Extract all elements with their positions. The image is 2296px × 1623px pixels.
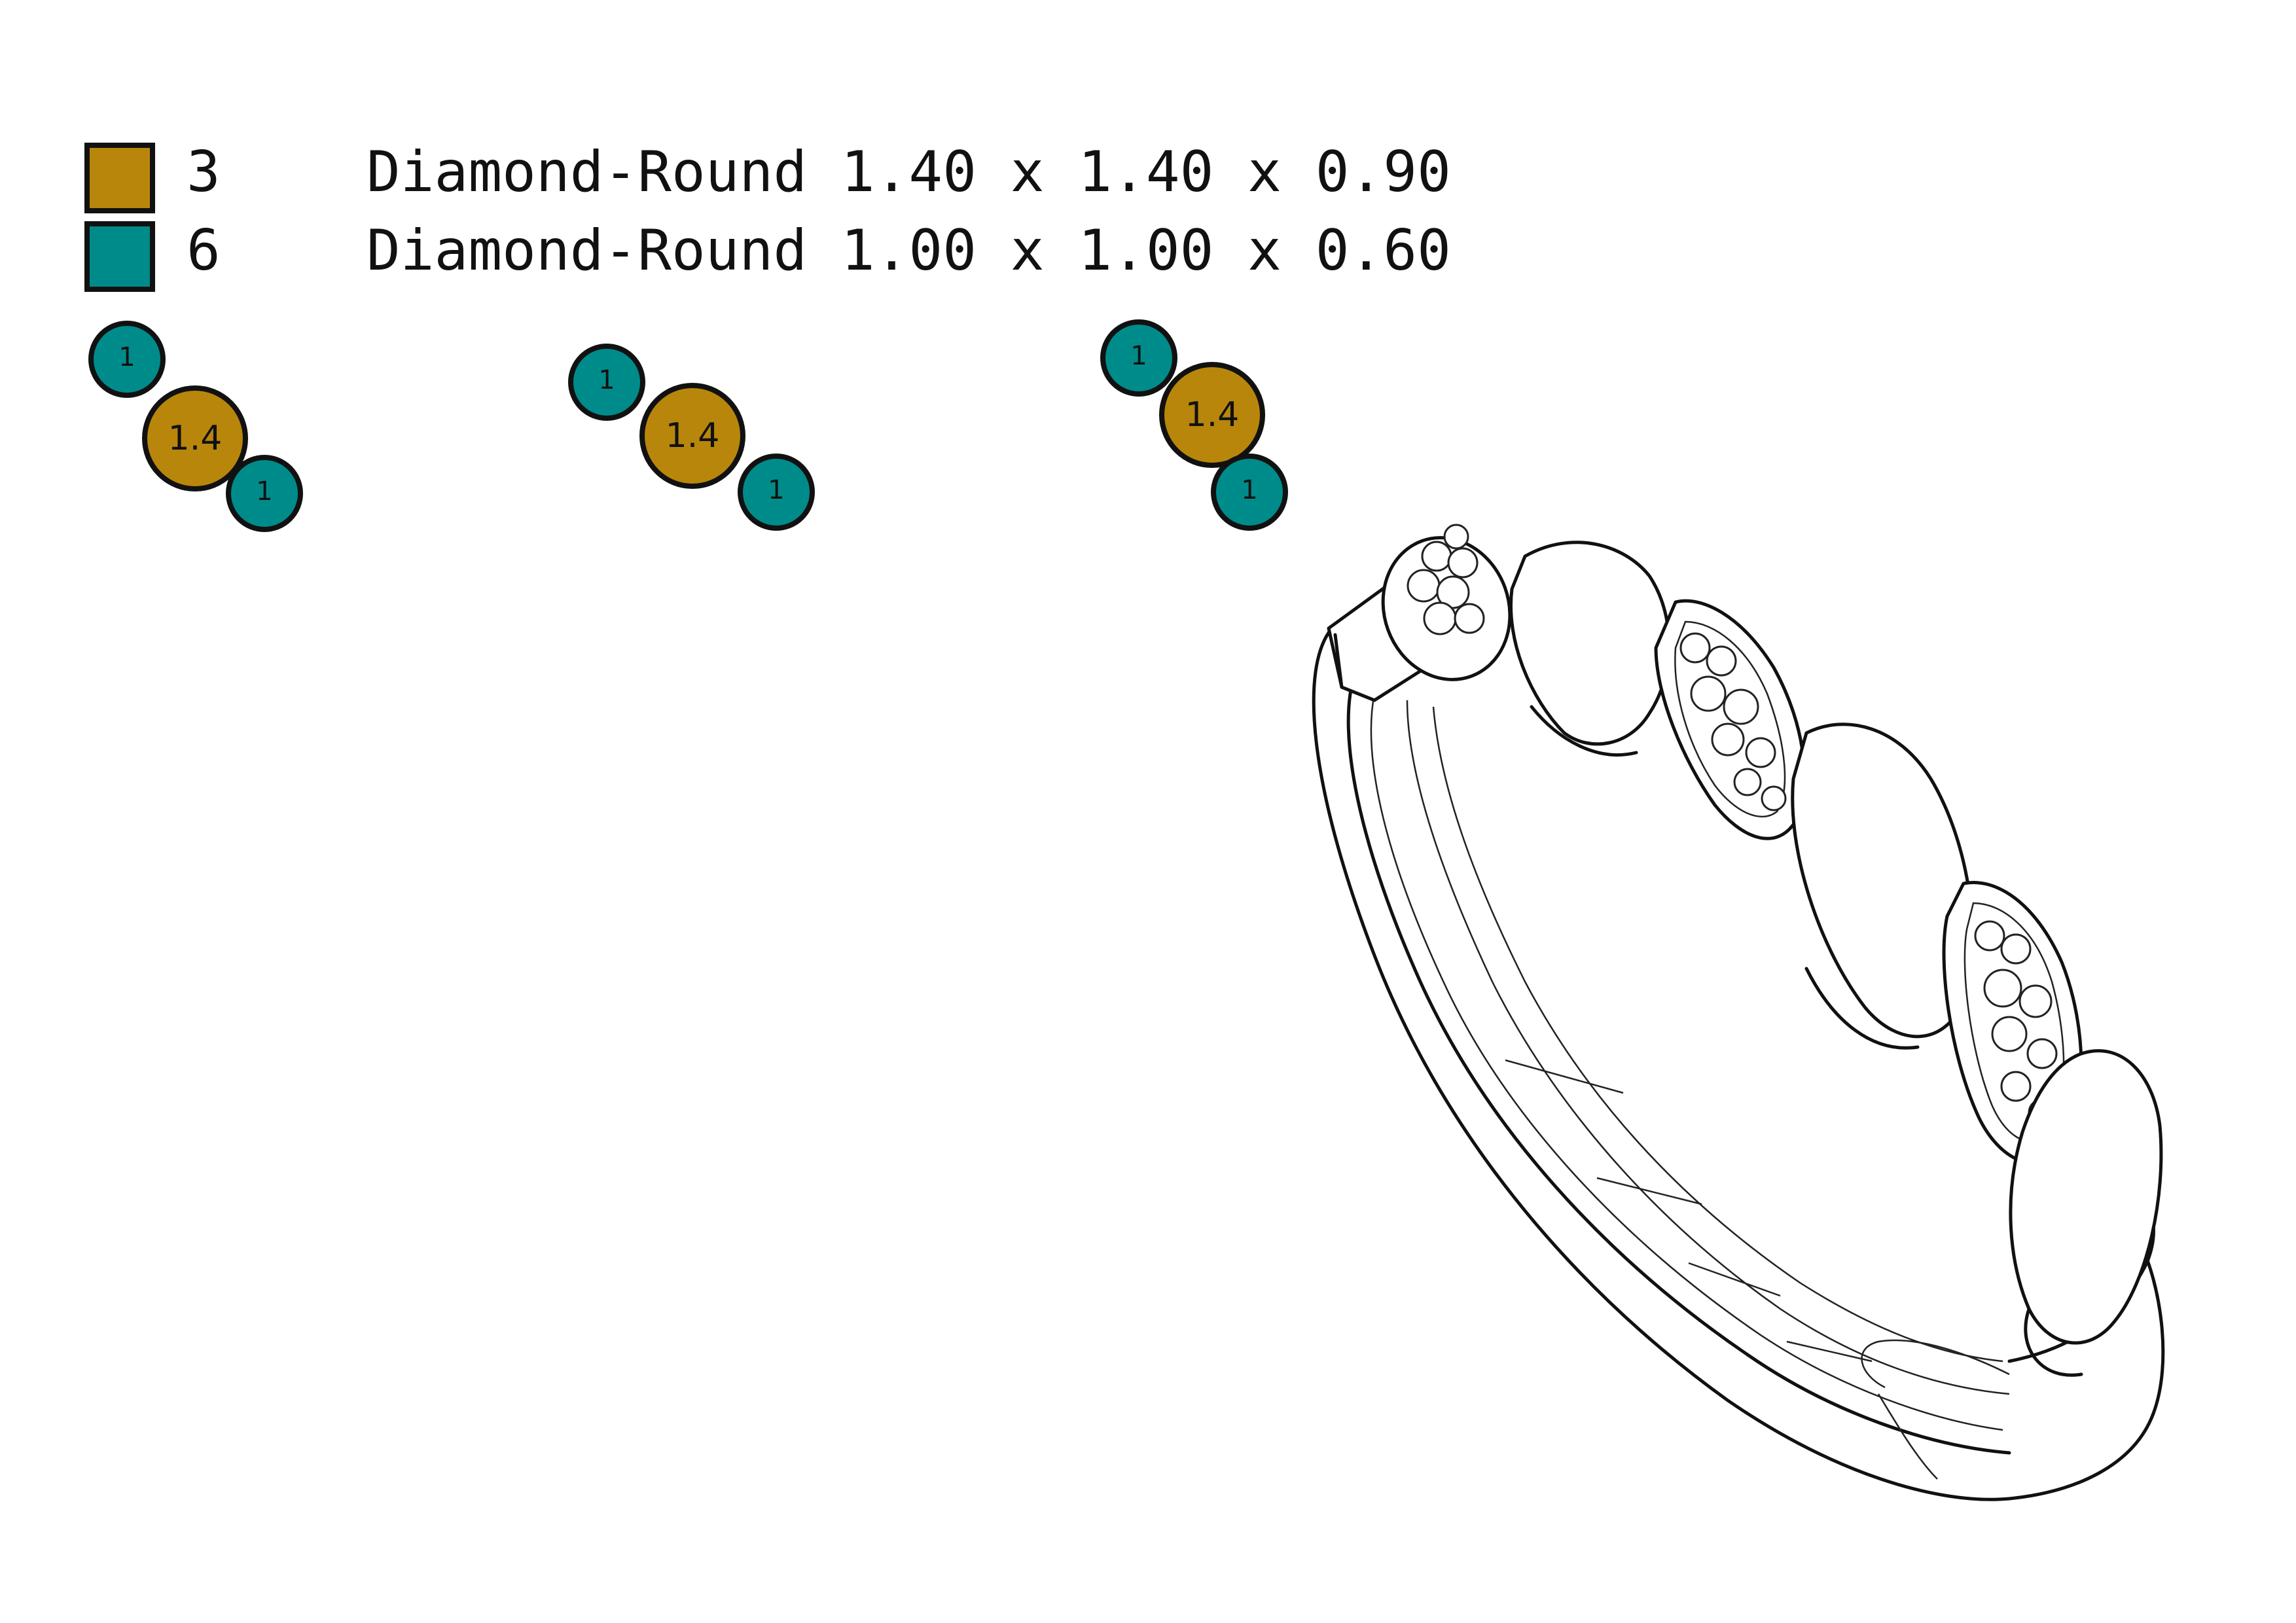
pave-stone [1733, 768, 1762, 796]
pave-stone [2018, 984, 2053, 1018]
ring-leaf-edge [2024, 1307, 2083, 1377]
ring-band-inner-4 [1432, 706, 2003, 1363]
pave-stone [1745, 737, 1776, 768]
ring-section-line [1596, 1177, 1702, 1205]
stone-group-3: 1 1.4 1 [1100, 319, 1288, 531]
ring-band-inner-1 [1346, 672, 2011, 1455]
pave-stone [1443, 524, 1469, 550]
pave-stone [1679, 632, 1711, 664]
pave-stone [2026, 1038, 2058, 1069]
stone-size-label: 1 [256, 476, 272, 507]
pave-stone [1436, 575, 1470, 609]
ring-shoulder-inner [1861, 1339, 2010, 1389]
ring-leaf [1509, 541, 1671, 746]
pave-stone [1991, 1016, 2028, 1052]
legend-count-small: 6 [187, 218, 221, 283]
pave-stone [1761, 785, 1787, 812]
small-stone [568, 344, 645, 421]
legend-count-large: 3 [187, 139, 221, 205]
pave-stone [1454, 603, 1485, 634]
ring-end-cap-edge [1333, 633, 1344, 689]
ring-pave-leaf-inner [1674, 620, 1786, 818]
stone-size-label: 1.4 [666, 416, 720, 455]
ring-line-drawing [1312, 524, 2165, 1501]
ring-band-outer [1312, 626, 2165, 1501]
pave-stone [2000, 1071, 2032, 1102]
ring-section-line [1877, 1393, 1938, 1480]
stone-size-label: 1.4 [168, 419, 223, 458]
legend-entry-large-stone: 3 Diamond-Round 1.40 x 1.40 x 0.90 [84, 139, 1451, 213]
ring-leaf [2009, 1049, 2163, 1345]
pave-stone [1447, 547, 1479, 579]
pave-stone [1983, 969, 2022, 1008]
large-stone [639, 383, 745, 489]
legend-swatch-small [84, 221, 155, 292]
pave-stone [1423, 601, 1457, 635]
pave-stone [1407, 569, 1441, 603]
pave-stone [1706, 645, 1737, 677]
pave-stone [1974, 920, 2005, 952]
ring-section-line [1688, 1262, 1781, 1297]
small-stone [88, 321, 166, 398]
stone-legend: 3 Diamond-Round 1.40 x 1.40 x 0.90 6 Dia… [84, 139, 1451, 292]
large-stone [1159, 362, 1265, 468]
stone-group-2: 1 1.4 1 [568, 344, 815, 531]
ring-section-line [1786, 1340, 1873, 1363]
ring-band-inner-3 [1406, 700, 2010, 1395]
pave-stone [1711, 722, 1745, 757]
ring-leaf-edge [1804, 967, 1920, 1050]
stone-size-label: 1 [1130, 341, 1147, 371]
legend-entry-small-stone: 6 Diamond-Round 1.00 x 1.00 x 0.60 [84, 218, 1451, 292]
pave-stone [1723, 688, 1759, 725]
large-stone [142, 385, 248, 491]
ring-band-inner-2 [1370, 693, 2003, 1431]
stone-size-label: 1.4 [1185, 395, 1240, 435]
small-stone [738, 454, 815, 531]
pave-stone [2000, 933, 2032, 965]
stone-size-label: 1 [1241, 475, 1257, 505]
stone-size-label: 1 [768, 475, 784, 505]
ring-section-line [1505, 1059, 1624, 1094]
small-stone [226, 455, 303, 532]
stone-size-label: 1 [598, 365, 615, 395]
stone-size-label: 1 [118, 342, 135, 372]
small-stone [1100, 319, 1177, 397]
stone-group-1: 1 1.4 1 [88, 321, 303, 532]
small-stone [1211, 454, 1288, 531]
legend-swatch-large [84, 143, 155, 213]
ring-leaf-edge [1530, 705, 1638, 757]
legend-label-small: Diamond-Round 1.00 x 1.00 x 0.60 [367, 218, 1451, 283]
pave-stone [1421, 541, 1452, 572]
legend-label-large: Diamond-Round 1.40 x 1.40 x 0.90 [367, 139, 1451, 205]
pave-stone [1690, 675, 1727, 712]
